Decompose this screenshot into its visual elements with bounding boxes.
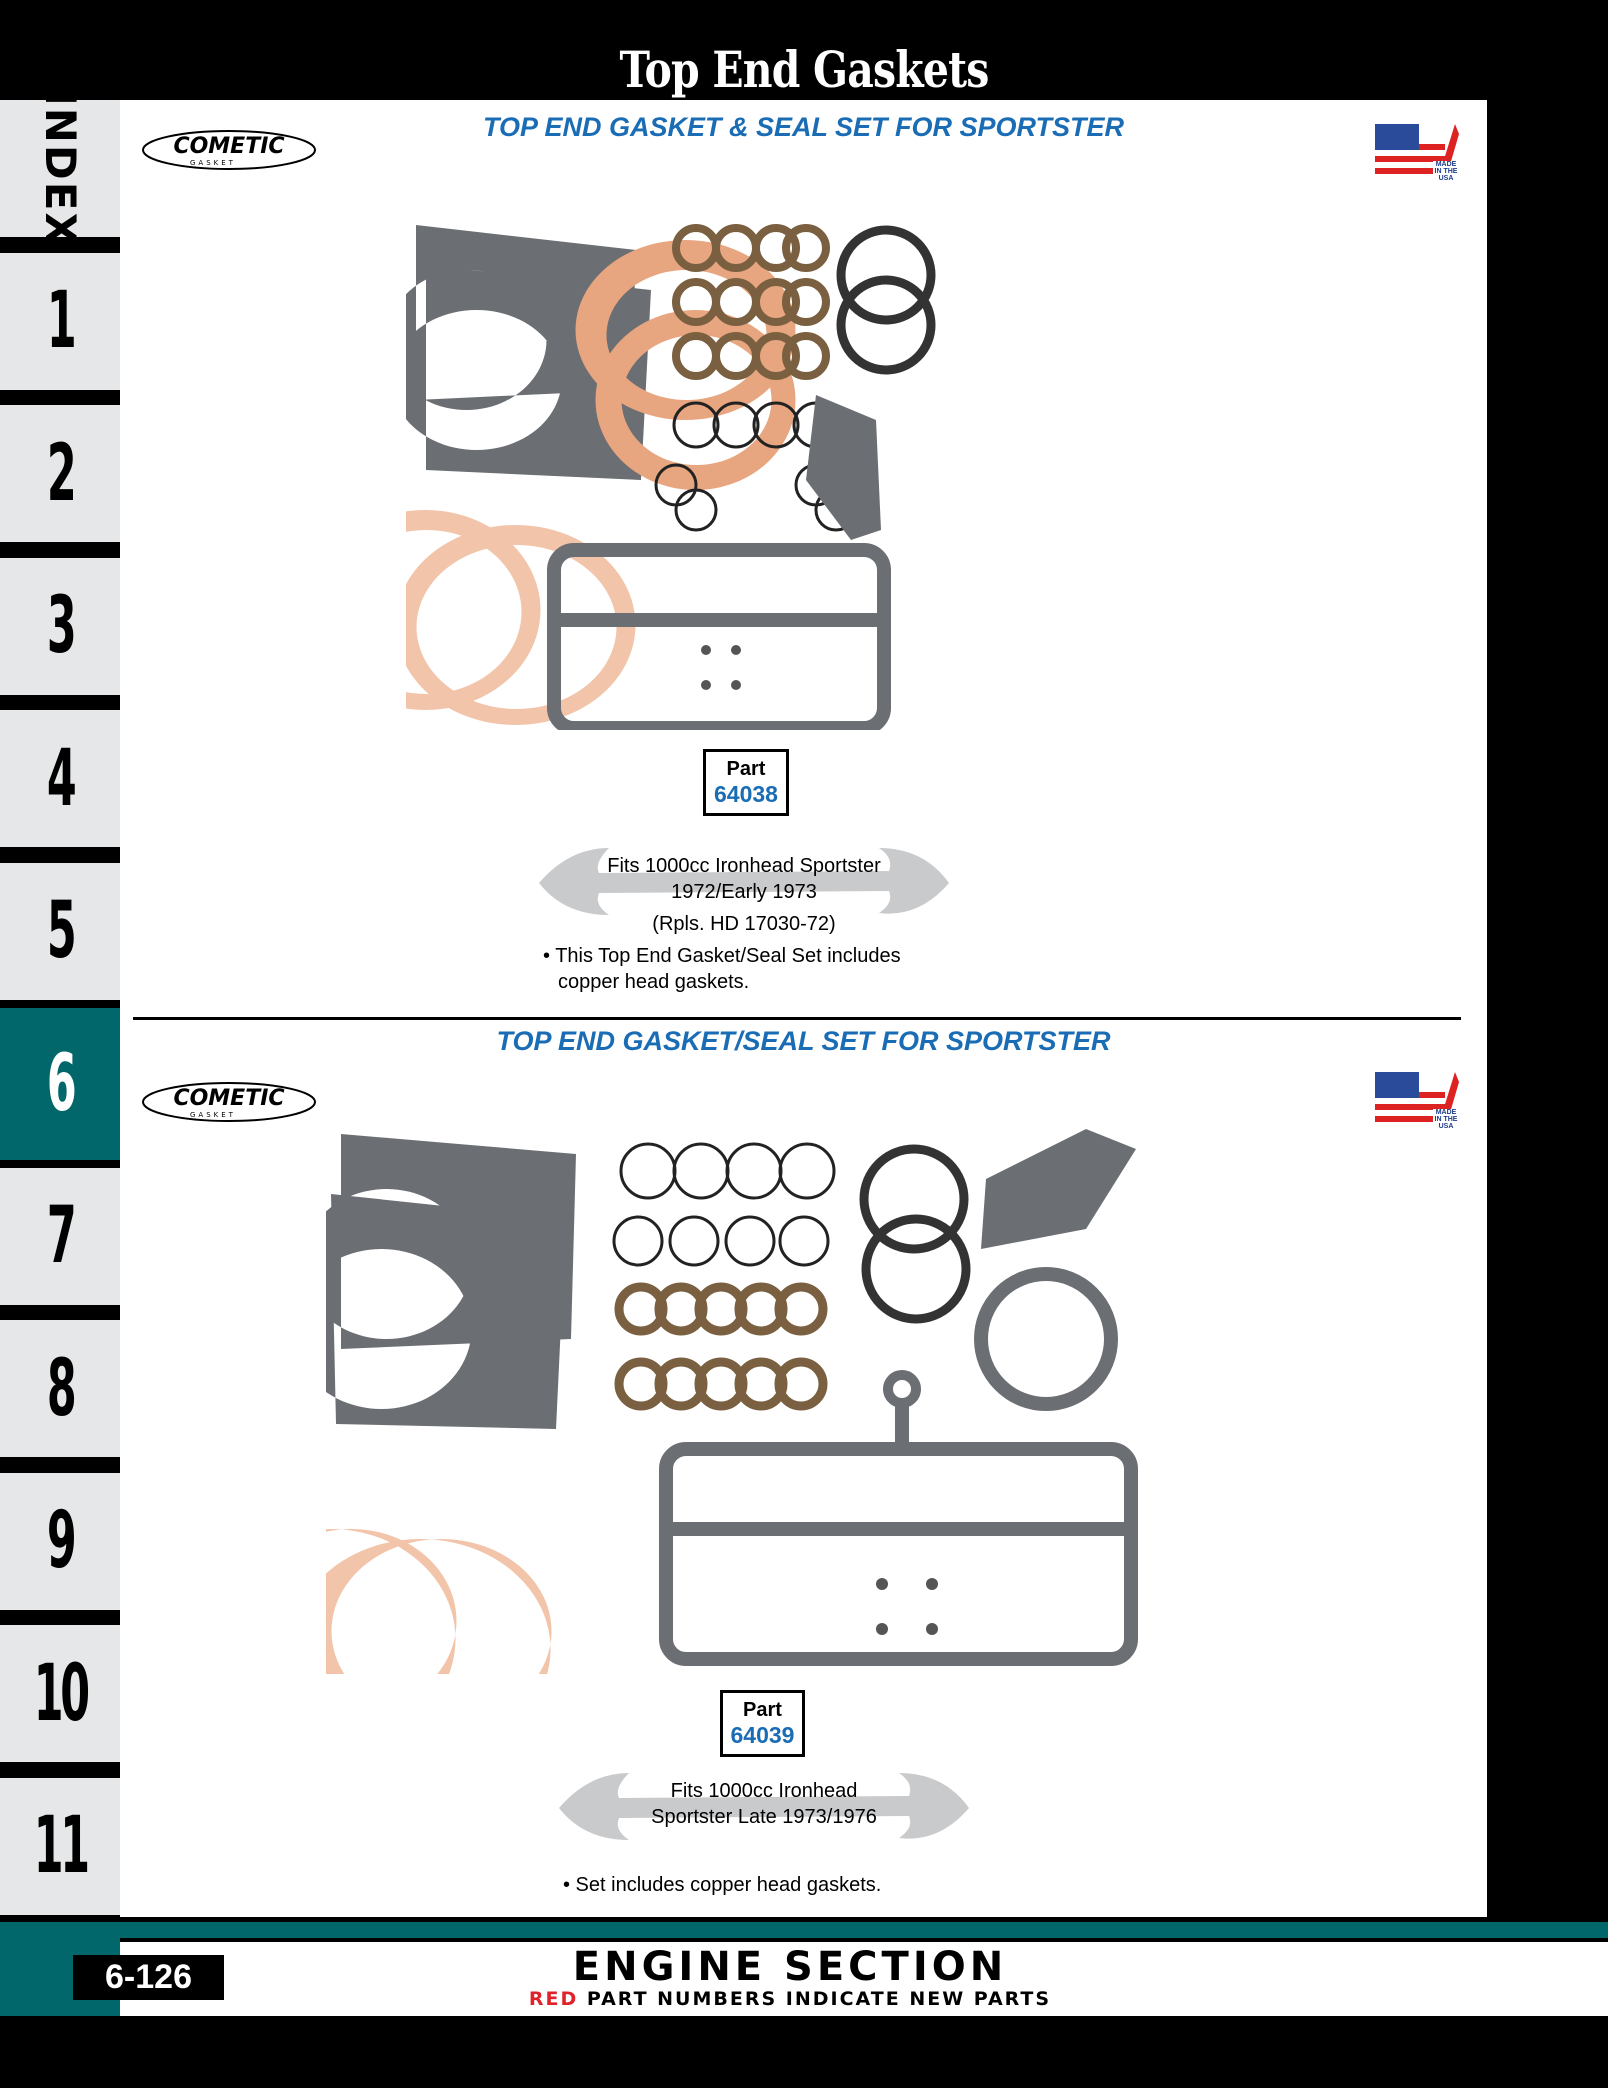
content-area (120, 100, 1487, 1917)
made-in-usa-text: MADE IN THE USA (1433, 161, 1459, 182)
part-label: Part (743, 1699, 782, 1721)
section-tab-7[interactable]: 7 (0, 1167, 120, 1305)
tab-label: 2 (46, 428, 77, 519)
bullet-line-2: copper head gaskets. (558, 971, 750, 993)
section-tab-11[interactable]: 11 (0, 1777, 120, 1915)
tab-label: 1 (46, 276, 77, 366)
fits-line-2: Sportster Late 1973/1976 (651, 1806, 877, 1828)
tab-label: 3 (46, 581, 77, 671)
page-number: 6-126 (73, 1955, 224, 2000)
section-tab-1[interactable]: 1 (0, 252, 120, 390)
note-red: RED (528, 1988, 579, 2010)
part-number[interactable]: 64038 (714, 781, 778, 807)
bullet-line-1: • This Top End Gasket/Seal Set includes (543, 945, 901, 967)
tab-label: INDEX (35, 90, 85, 247)
made-in-usa-text: MADE IN THE USA (1433, 1109, 1459, 1130)
fits-line-1: Fits 1000cc Ironhead Sportster (607, 855, 881, 877)
section-tab-6[interactable]: 6 (0, 1008, 120, 1160)
tab-label: 9 (46, 1496, 77, 1586)
section-name: ENGINE SECTION (572, 1944, 1008, 1990)
made-in-usa-flag-icon: MADE IN THE USA (1375, 124, 1459, 182)
part-number[interactable]: 64039 (730, 1722, 795, 1748)
gasket-set-image (310, 220, 1178, 735)
tab-label: 4 (46, 733, 77, 824)
bullet-line-1: • Set includes copper head gaskets. (563, 1874, 882, 1896)
tab-label: 10 (33, 1648, 89, 1739)
svg-text:GASKET: GASKET (190, 159, 236, 167)
tab-label: 7 (46, 1191, 77, 1281)
product-heading: TOP END GASKET/SEAL SET FOR SPORTSTER (496, 1026, 1111, 1056)
product-heading: TOP END GASKET & SEAL SET FOR SPORTSTER (482, 112, 1125, 142)
gasket-set-image (205, 1129, 1138, 1759)
section-tab-2[interactable]: 2 (0, 405, 120, 542)
fitment-wrench: Fits 1000cc Ironhead Sportster 1972/Early… (539, 843, 949, 919)
wrench-icon (539, 848, 949, 915)
section-tab-index[interactable]: INDEX (0, 90, 120, 247)
section-tab-4[interactable]: 4 (0, 710, 120, 847)
section-tab-3[interactable]: 3 (0, 557, 120, 695)
tab-label: 5 (46, 886, 77, 976)
footer-band (0, 1922, 1608, 1938)
note-rest: PART NUMBERS INDICATE NEW PARTS (578, 1988, 1052, 2010)
svg-text:GASKET: GASKET (190, 1111, 236, 1119)
footer (120, 1940, 1608, 2016)
section-tab-5[interactable]: 5 (0, 862, 120, 1000)
made-in-usa-flag-icon: MADE IN THE USA (1375, 1072, 1459, 1130)
tab-label: 6 (46, 1039, 77, 1129)
tab-label: 11 (33, 1801, 89, 1891)
part-label: Part (726, 758, 766, 780)
page-title: Top End Gaskets (619, 40, 990, 99)
section-tab-10[interactable]: 10 (0, 1625, 120, 1762)
section-tab-9[interactable]: 9 (0, 1472, 120, 1610)
svg-text:COMETIC: COMETIC (173, 1086, 284, 1111)
section-tab-8[interactable]: 8 (0, 1320, 120, 1457)
replaces-text: (Rpls. HD 17030-72) (652, 913, 836, 935)
fits-line-1: Fits 1000cc Ironhead (670, 1780, 858, 1802)
svg-text:COMETIC: COMETIC (173, 134, 284, 159)
section-divider (133, 1017, 1461, 1020)
new-parts-note: RED PART NUMBERS INDICATE NEW PARTS (120, 1988, 1460, 2010)
fits-line-2: 1972/Early 1973 (671, 881, 817, 903)
wrench-icon (559, 1773, 969, 1840)
tab-label: 8 (46, 1343, 77, 1434)
